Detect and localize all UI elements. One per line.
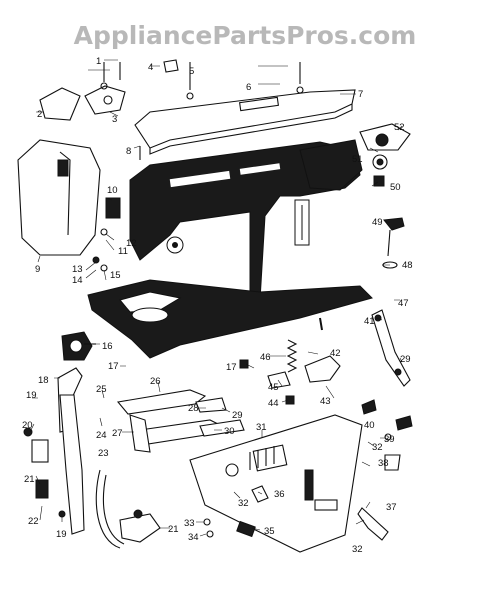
- right-small-parts: [357, 399, 413, 541]
- callout-32b: 32: [238, 498, 249, 509]
- callout-32c: 32: [352, 544, 363, 555]
- callout-5: 5: [189, 66, 194, 77]
- callout-43: 43: [320, 396, 331, 407]
- callout-4: 4: [148, 62, 153, 73]
- callout-21a: 21: [24, 474, 35, 485]
- end-small-parts: [92, 197, 121, 272]
- callout-18: 18: [38, 375, 49, 386]
- callout-41: 41: [364, 316, 375, 327]
- callout-33: 33: [184, 518, 195, 529]
- tension-assembly-part: [359, 123, 411, 187]
- callout-1: 1: [96, 56, 101, 67]
- top-cover-part: [134, 89, 356, 155]
- presser-bar-part: [371, 309, 411, 387]
- callout-2: 2: [37, 109, 42, 120]
- bed-plate-part: [189, 414, 363, 553]
- callout-3: 3: [112, 114, 117, 125]
- callout-14: 14: [72, 275, 83, 286]
- end-cover-part: [17, 139, 101, 256]
- callout-16: 16: [102, 341, 113, 352]
- spring-and-foot-parts: [239, 339, 341, 405]
- callout-13: 13: [72, 264, 83, 275]
- callout-34: 34: [188, 532, 199, 543]
- callout-36: 36: [274, 489, 285, 500]
- callout-37: 37: [386, 502, 397, 513]
- callout-21b: 21: [168, 524, 179, 535]
- callout-25: 25: [96, 384, 107, 395]
- callout-27: 27: [112, 428, 123, 439]
- callout-39: 39: [384, 434, 395, 445]
- callout-47: 47: [398, 298, 409, 309]
- callout-15: 15: [110, 270, 121, 281]
- callout-labels: 1 2 3 4 5 6 7 8 9 10 11 12 13 14 15 16 1…: [22, 56, 413, 555]
- callout-28: 28: [188, 403, 199, 414]
- needle-clamp-part: [382, 217, 405, 269]
- callout-38: 38: [378, 458, 389, 469]
- callout-32a: 32: [372, 442, 383, 453]
- motor-connector-part: [61, 331, 96, 361]
- callout-11: 11: [118, 246, 128, 257]
- lamp-cord-parts: [23, 367, 161, 549]
- watermark: AppliancePartsPros.com: [74, 21, 417, 50]
- callout-40: 40: [364, 420, 375, 431]
- callout-6: 6: [246, 82, 251, 93]
- callout-7: 7: [358, 89, 363, 100]
- callout-10: 10: [107, 185, 118, 196]
- callout-12: 12: [126, 238, 137, 249]
- callout-51: 51: [352, 154, 363, 165]
- callout-29a: 29: [232, 410, 243, 421]
- callout-29b: 29: [400, 354, 411, 365]
- callout-24: 24: [96, 430, 107, 441]
- feed-bars-part: [116, 389, 245, 453]
- callout-17a: 17: [108, 361, 119, 372]
- face-plate-part: [39, 85, 126, 121]
- small-parts-bottom: [203, 485, 269, 538]
- callout-26: 26: [150, 376, 161, 387]
- callout-52: 52: [394, 122, 405, 133]
- machine-head-part: [87, 139, 373, 359]
- callout-9: 9: [35, 264, 40, 275]
- callout-8: 8: [126, 146, 131, 157]
- callout-19a: 19: [26, 390, 37, 401]
- callout-45: 45: [268, 382, 279, 393]
- callout-20: 20: [22, 420, 33, 431]
- callout-44: 44: [268, 398, 279, 409]
- callout-35: 35: [264, 526, 275, 537]
- callout-42: 42: [330, 348, 341, 359]
- callout-17b: 17: [226, 362, 237, 373]
- callout-19b: 19: [56, 529, 67, 540]
- callout-23: 23: [98, 448, 109, 459]
- callout-48: 48: [402, 260, 413, 271]
- callout-22: 22: [28, 516, 39, 527]
- callout-50: 50: [390, 182, 401, 193]
- callout-46: 46: [260, 352, 271, 363]
- screws-top: [100, 59, 304, 160]
- callout-30: 30: [224, 426, 235, 437]
- callout-31: 31: [256, 422, 267, 433]
- leader-lines: [29, 59, 403, 537]
- callout-49: 49: [372, 217, 383, 228]
